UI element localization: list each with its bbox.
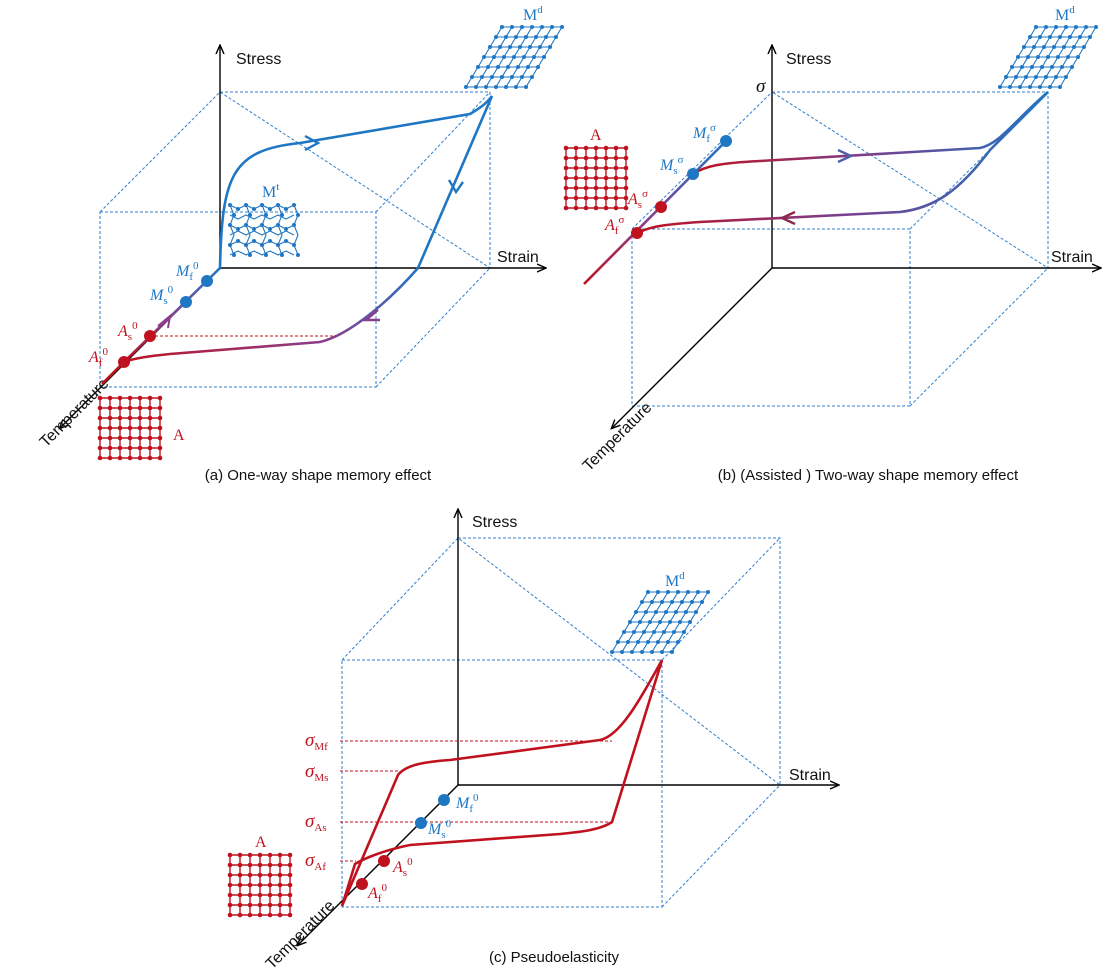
panel-b-point-ms [687,168,699,180]
panel-c-label-af: Af0 [367,882,387,905]
panel-b-md-lattice [997,24,1099,90]
panel-c-stress-label: Stress [472,514,517,531]
panel-c-point-as [378,855,390,867]
panel-c-axes [298,510,838,945]
panel-b-sigma-label: σ [756,76,766,97]
panel-c-label-ms: Ms0 [427,818,452,841]
panel-c-austenite-lattice [226,852,293,918]
panel-c-md-label: Md [665,570,685,590]
panel-a-label-af: Af0 [88,346,108,369]
panel-b-austenite-label: A [590,127,602,144]
panel-a-point-mf [201,275,213,287]
panel-c-point-mf [438,794,450,806]
panel-c-label-as: As0 [392,856,413,879]
panel-a-strain-label: Strain [497,249,539,266]
panel-b-temperature-path [583,140,727,285]
panel-a-mt-label: Mt [262,181,279,201]
panel-a-label-ms: Ms0 [149,284,174,307]
panel-a-label-as: As0 [117,320,138,343]
panel-b-caption: (b) (Assisted ) Two-way shape memory eff… [718,467,1019,484]
panel-b-temperature-label: Temperature [580,399,656,475]
panel-b-label-af: Afσ [604,214,624,237]
panel-b-strain-label: Strain [1051,249,1093,266]
panel-a-arrow-up [157,313,172,329]
panel-c-box [341,537,781,908]
panel-a: Stress Strain Temperature Mf0 Ms0 As0 Af… [37,4,565,484]
panel-c-sigma-ms: σMs [305,761,328,784]
panel-a-austenite-lattice [96,395,164,461]
panel-b-label-as: Asσ [627,188,648,211]
panel-a-md-lattice [463,24,565,90]
panel-c-md-lattice [609,589,711,655]
panel-a-arrow-right [304,134,321,152]
panel-b-axes [612,46,1100,428]
panel-a-arrow-left [362,309,380,322]
panel-b-arrow-left [779,210,796,226]
panel-b-label-mf: Mfσ [692,122,716,145]
panel-c-unloading-curve [340,659,664,907]
panel-c: Stress Strain Temperature Mf0 Ms0 As0 Af… [226,510,838,973]
panel-c-point-af [356,878,368,890]
panel-b-austenite-lattice [563,144,629,212]
panel-c-loading-curve [340,659,664,907]
panel-c-austenite-label: A [255,834,267,851]
panel-a-heating-curve [123,267,419,364]
panel-a-austenite-label: A [173,427,185,444]
panel-a-point-ms [180,296,192,308]
panel-b-point-mf [720,135,732,147]
panel-b-stress-label: Stress [786,51,831,68]
panel-c-caption: (c) Pseudoelasticity [489,949,620,966]
panel-c-point-ms [415,817,427,829]
panel-a-unloading-curve [416,95,494,269]
panel-b: Stress Strain Temperature σ Mfσ Msσ Asσ … [563,4,1100,484]
panel-b-arrow-right [837,148,854,164]
panel-b-heating-curve [637,91,1049,235]
panel-a-label-mf: Mf0 [175,260,199,283]
panel-a-loading-curve [218,95,494,269]
panel-a-md-label: Md [523,4,543,24]
panel-c-label-mf: Mf0 [455,792,479,815]
panel-b-point-af [631,227,643,239]
panel-c-strain-label: Strain [789,767,831,784]
panel-a-arrow-down [447,179,464,195]
panel-c-sigma-af: σAf [305,850,326,873]
panel-c-temperature-label: Temperature [263,897,339,973]
panel-a-point-af [118,356,130,368]
panel-b-md-label: Md [1055,4,1075,24]
panel-b-label-ms: Msσ [659,154,684,177]
panel-b-cooling-curve [692,91,1049,176]
panel-a-caption: (a) One-way shape memory effect [205,467,432,484]
panel-a-point-as [144,330,156,342]
panel-a-stress-label: Stress [236,51,281,68]
panel-c-sigma-as: σAs [305,811,327,834]
panel-a-axes [60,46,545,428]
panel-c-sigma-mf: σMf [305,730,328,753]
panel-a-mt-lattice [227,202,301,258]
panel-b-point-as [655,201,667,213]
